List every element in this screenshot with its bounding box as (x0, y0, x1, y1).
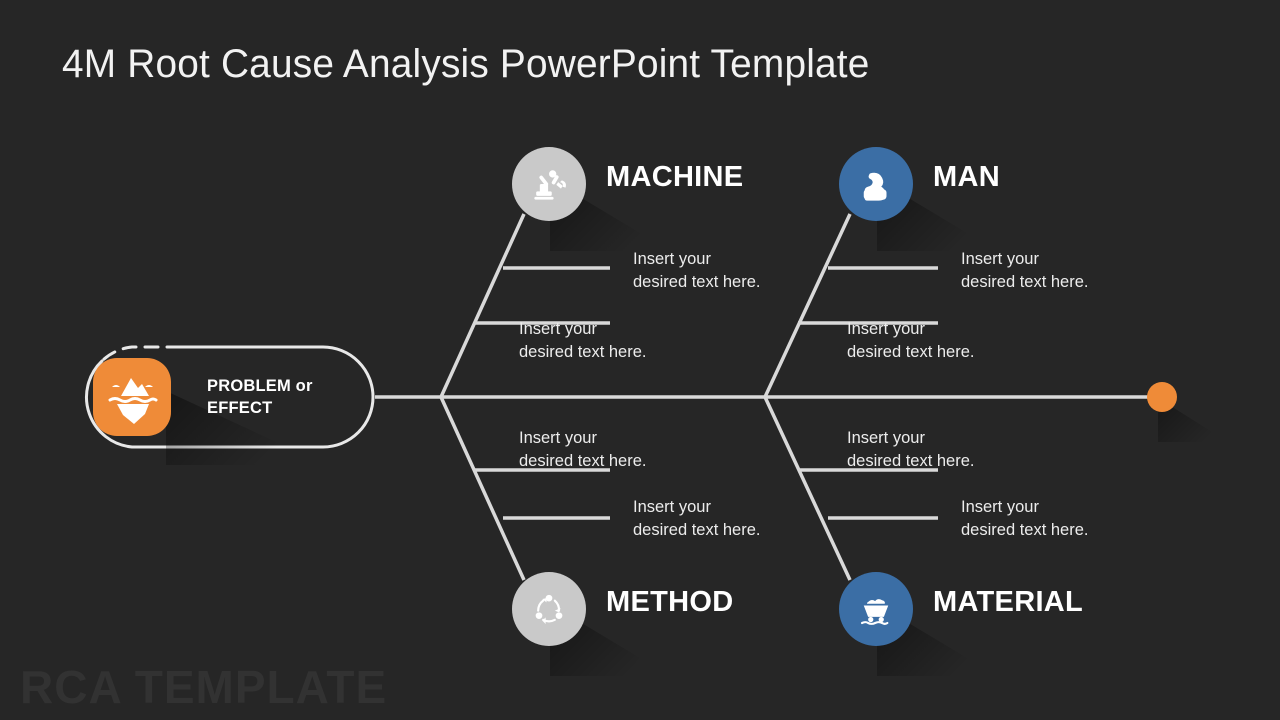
mine-cart-icon (839, 572, 913, 646)
branch-text-method-1[interactable]: Insert your desired text here. (519, 429, 647, 471)
problem-effect-box[interactable]: PROBLEM or EFFECT (80, 345, 375, 465)
category-label-method: METHOD (606, 586, 734, 618)
branch-text-material-2[interactable]: Insert your desired text here. (961, 498, 1089, 540)
bone-machine (439, 213, 526, 398)
problem-label-line2: EFFECT (207, 399, 273, 418)
watermark-text: RCA TEMPLATE (20, 661, 388, 713)
bicep-icon (839, 147, 913, 221)
problem-box-outline (84, 345, 375, 449)
branch-text-man-2[interactable]: Insert your desired text here. (847, 320, 975, 362)
category-label-machine: MACHINE (606, 161, 744, 193)
branch-text-method-2[interactable]: Insert your desired text here. (633, 498, 761, 540)
bone-man (763, 213, 852, 398)
problem-label-line1: PROBLEM or (207, 377, 313, 395)
iceberg-icon (93, 358, 171, 436)
category-label-man: MAN (933, 161, 1000, 193)
process-cycle-icon (512, 572, 586, 646)
spine-end-dot (1147, 382, 1177, 412)
category-label-material: MATERIAL (933, 586, 1084, 618)
page-title: 4M Root Cause Analysis PowerPoint Templa… (62, 42, 870, 86)
problem-effect-label: PROBLEM or EFFECT (207, 375, 357, 420)
branch-text-machine-1[interactable]: Insert your desired text here. (633, 250, 761, 292)
branch-text-material-1[interactable]: Insert your desired text here. (847, 429, 975, 471)
robot-arm-icon (512, 147, 586, 221)
bone-material (763, 396, 852, 581)
branch-text-man-1[interactable]: Insert your desired text here. (961, 250, 1089, 292)
bone-method (439, 396, 526, 581)
branch-text-machine-2[interactable]: Insert your desired text here. (519, 320, 647, 362)
